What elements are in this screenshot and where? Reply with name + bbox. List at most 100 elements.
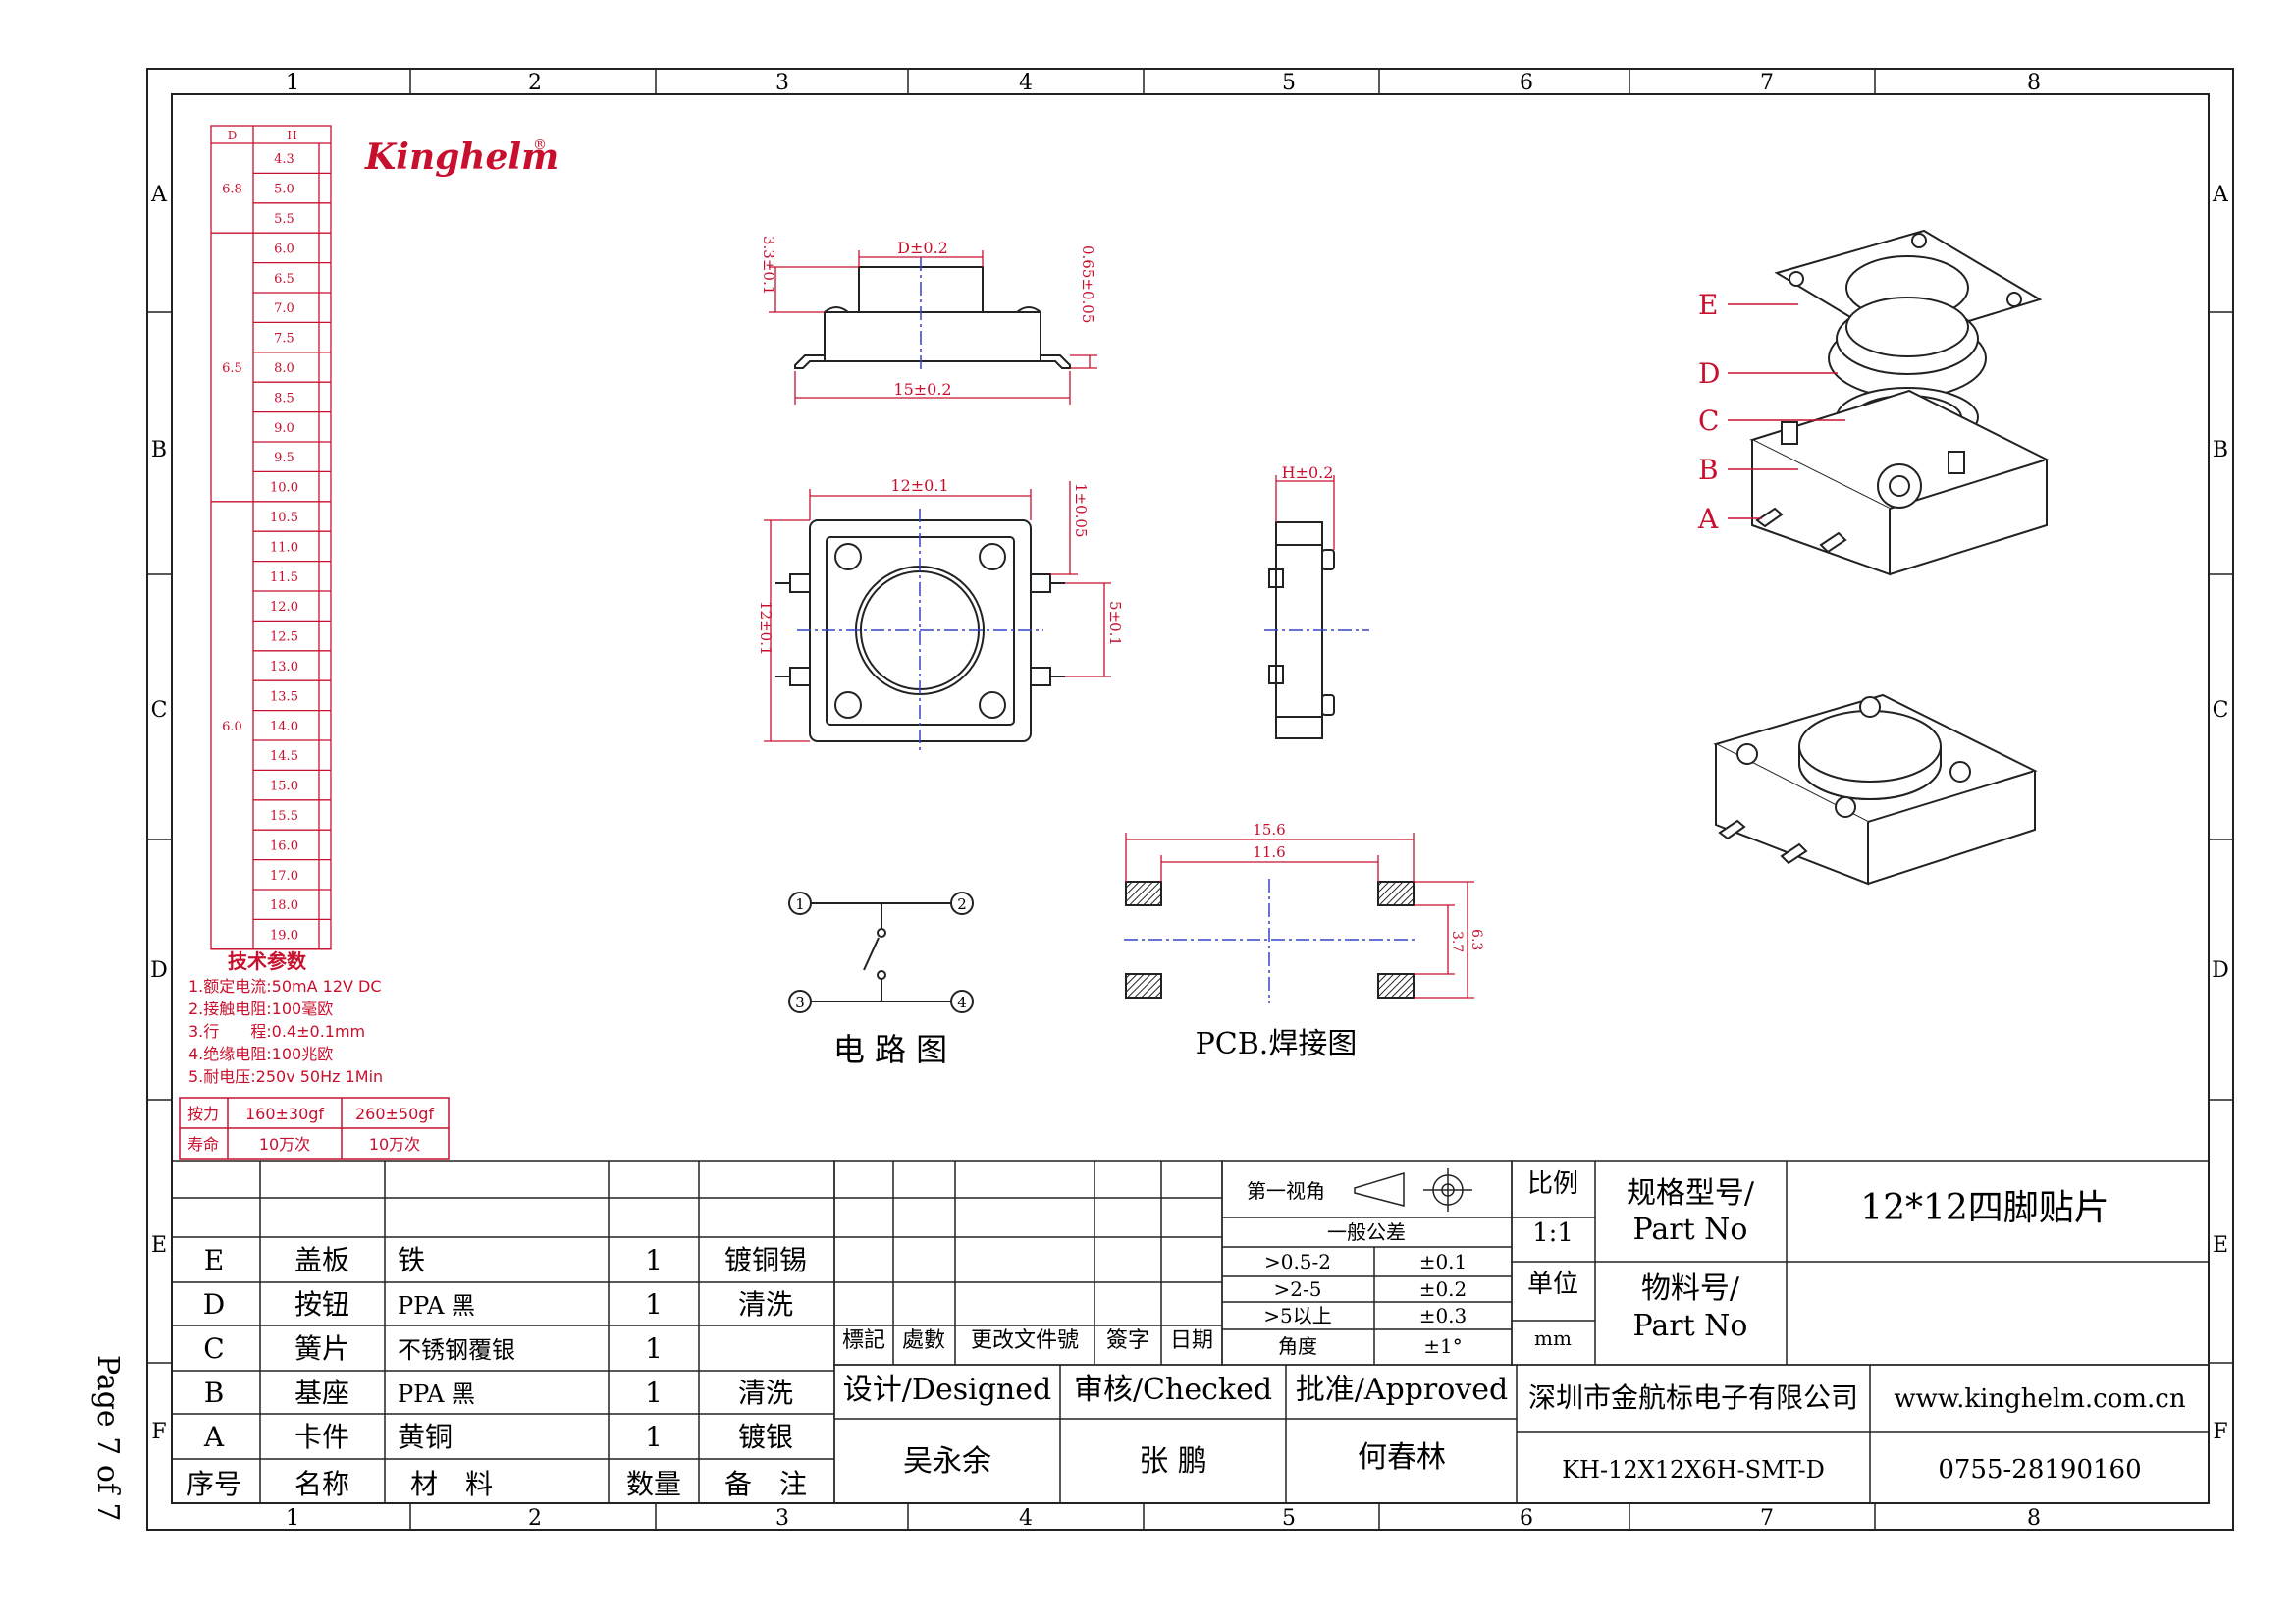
force-cell: 寿命: [187, 1135, 219, 1154]
spec-value: 12*12四脚贴片: [1860, 1188, 2109, 1228]
hd-h-value: 12.5: [270, 630, 298, 645]
hd-header: H: [287, 129, 296, 142]
col-label: 6: [1520, 1506, 1533, 1531]
force-cell: 10万次: [369, 1135, 420, 1154]
part-number: KH-12X12X6H-SMT-D: [1562, 1456, 1825, 1484]
unit-value: mm: [1534, 1326, 1572, 1350]
row-label: E: [151, 1233, 167, 1258]
circuit-pin: 1: [795, 895, 805, 913]
tolerance-range: >2-5: [1274, 1277, 1322, 1301]
unit-label: 单位: [1527, 1270, 1578, 1299]
pcb-layout: 15.6 11.6 3.7 6.3 PCB.焊接图: [1124, 821, 1484, 1061]
hd-h-value: 19.0: [270, 929, 298, 944]
dim-d: D±0.2: [897, 239, 948, 257]
row-label: A: [2212, 183, 2229, 207]
hd-h-value: 7.0: [274, 301, 294, 316]
hd-h-value: 17.0: [270, 869, 298, 884]
hd-h-value: 16.0: [270, 839, 298, 853]
title-block: 比例 1:1 单位 mm 规格型号/ Part No 12*12四脚贴片 物料号…: [833, 1160, 2210, 1504]
row-label: C: [151, 698, 168, 723]
col-label: 3: [775, 1506, 789, 1531]
callouts: E D C B A: [1697, 289, 1845, 535]
website: www.kinghelm.com.cn: [1894, 1384, 2185, 1414]
approved-by: 何春林: [1358, 1440, 1446, 1475]
checked-by: 张 鹏: [1139, 1444, 1207, 1479]
hd-h-value: 8.0: [274, 361, 294, 376]
bom-header: 材 料: [410, 1468, 493, 1500]
callout-label: D: [1698, 357, 1720, 390]
col-label: 1: [286, 71, 299, 95]
designed-label: 设计/Designed: [843, 1373, 1051, 1407]
bom-cell: B: [204, 1377, 225, 1409]
tolerance-value: ±0.1: [1419, 1250, 1468, 1273]
tolerance-block: 第一视角 一般公差 >0.5-2 ±0.1 >2-5 ±0.2 >5以上 ±0.…: [1221, 1160, 1513, 1366]
hd-h-value: 13.5: [270, 689, 298, 704]
kinghelm-logo: Kinghelm ®: [364, 136, 559, 178]
revision-label: 處數: [902, 1328, 945, 1353]
hd-h-value: 4.3: [274, 152, 294, 167]
assembled-view: [1713, 693, 2038, 886]
company-name: 深圳市金航标电子有限公司: [1528, 1381, 1858, 1414]
scale-label: 比例: [1527, 1169, 1578, 1199]
bom-cell: 1: [645, 1332, 663, 1365]
tech-item: 4.绝缘电阻:100兆欧: [188, 1045, 333, 1063]
spec-label-en: Part No: [1633, 1213, 1748, 1247]
bom-cell: 镀铜锡: [724, 1244, 807, 1276]
hd-d-value: 6.5: [222, 361, 242, 376]
pcb-title: PCB.焊接图: [1196, 1027, 1358, 1061]
hd-h-value: 8.5: [274, 391, 294, 406]
designed-by: 吴永余: [903, 1444, 991, 1479]
force-table: 按力 160±30gf 260±50gf 寿命 10万次 10万次: [179, 1097, 450, 1160]
dim-p63: 6.3: [1468, 929, 1484, 950]
hd-h-value: 10.0: [270, 481, 298, 496]
hd-h-value: 5.0: [274, 183, 294, 197]
force-cell: 260±50gf: [355, 1105, 434, 1123]
circuit-title: 电 路 图: [833, 1031, 947, 1068]
phone: 0755-28190160: [1938, 1455, 2141, 1485]
hd-h-value: 10.5: [270, 511, 298, 525]
dim-p37: 3.7: [1449, 931, 1465, 952]
hd-h-value: 15.5: [270, 809, 298, 824]
bom-cell: 清洗: [738, 1377, 793, 1409]
dim-t: 0.65±0.05: [1079, 245, 1096, 323]
registered-mark: ®: [533, 137, 547, 153]
hd-h-value: 11.0: [270, 540, 298, 555]
dim-p156: 15.6: [1253, 821, 1285, 839]
force-cell: 按力: [187, 1105, 219, 1123]
circuit-pin: 2: [957, 895, 967, 913]
hd-h-value: 6.5: [274, 272, 294, 287]
row-label: D: [150, 958, 168, 983]
force-cell: 10万次: [259, 1135, 310, 1154]
circuit-diagram: 1 2 3 4 电 路 图: [788, 892, 974, 1068]
hd-header: D: [228, 129, 238, 142]
tech-item: 3.行 程:0.4±0.1mm: [188, 1022, 365, 1041]
bom-cell: C: [203, 1332, 224, 1365]
row-label: B: [2213, 438, 2228, 462]
row-label: B: [151, 438, 167, 462]
hd-h-value: 5.5: [274, 212, 294, 227]
tolerance-view: 第一视角: [1247, 1179, 1325, 1203]
zone-dividers: [147, 69, 2233, 1530]
bom-cell: 按钮: [294, 1288, 349, 1321]
page-label: Page 7 of 7: [90, 1355, 125, 1522]
col-label: 3: [775, 71, 789, 95]
bom-cell: 黄铜: [398, 1421, 453, 1453]
bom-cell: D: [203, 1288, 225, 1321]
hd-h-value: 9.5: [274, 451, 294, 465]
dim-h12: 12±0.1: [757, 601, 774, 656]
bom-cell: 镀银: [738, 1421, 793, 1453]
approved-label: 批准/Approved: [1296, 1373, 1509, 1407]
tolerance-value: ±1°: [1423, 1334, 1462, 1358]
tech-item: 1.额定电流:50mA 12V DC: [188, 977, 382, 996]
revision-label: 日期: [1170, 1328, 1213, 1353]
col-label: 2: [528, 71, 542, 95]
dim-p116: 11.6: [1253, 843, 1285, 861]
row-label: F: [151, 1420, 166, 1444]
col-label: 7: [1760, 1506, 1774, 1531]
revision-label: 更改文件號: [971, 1328, 1079, 1353]
bom-cell: 铁: [398, 1244, 425, 1276]
tolerance-range: 角度: [1278, 1334, 1317, 1358]
